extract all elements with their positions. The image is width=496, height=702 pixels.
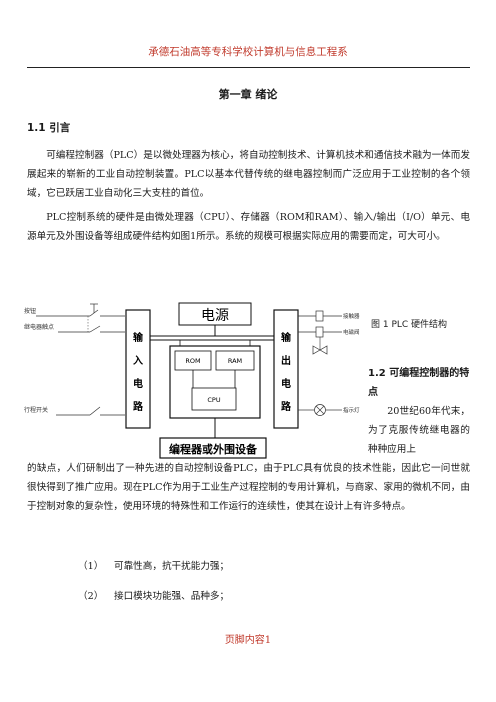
list-number: （1） — [78, 561, 104, 572]
page-header: 承德石油高等专科学校计算机与信息工程系 — [148, 46, 348, 58]
programmer-label: 编程器或外围设备 — [169, 442, 258, 456]
list-item: （2） 接口模块功能强、品种多； — [78, 588, 229, 602]
contactor-symbol — [315, 310, 324, 322]
power-label: 电源 — [201, 308, 229, 324]
paragraph-hardware: PLC控制系统的硬件是由微处理器（CPU）、存储器（ROM和RAM）、输入/输出… — [27, 212, 470, 242]
input-char-3: 电 — [133, 377, 143, 390]
cpu-box — [191, 387, 237, 411]
travel-switch-label: 行程开关 — [24, 406, 48, 414]
list-item: （1） 可靠性高，抗干扰能力强； — [78, 558, 229, 572]
chapter-title: 第一章 绪论 — [218, 88, 278, 101]
figure-caption: 图 1 PLC 硬件结构 — [371, 320, 448, 330]
section-heading-1-2: 1.2 可编程控制器的特点 — [368, 368, 470, 398]
list-number: （2） — [78, 591, 104, 602]
cpu-label: CPU — [207, 396, 220, 404]
solenoid-symbol — [315, 326, 324, 338]
ram-label: RAM — [228, 357, 242, 365]
contactor-label: 接触器 — [343, 312, 360, 320]
indicator-label: 指示灯 — [343, 406, 360, 414]
rom-label: ROM — [185, 357, 200, 365]
relay-contact-label: 继电器触点 — [24, 323, 54, 331]
input-char-2: 入 — [133, 355, 143, 367]
output-char-2: 出 — [281, 354, 291, 367]
output-char-3: 电 — [281, 377, 291, 390]
input-char-1: 输 — [133, 331, 144, 344]
page-footer: 页脚内容1 — [224, 635, 272, 646]
output-circuit-box — [273, 309, 299, 429]
plc-hardware-diagram: 按钮 继电器触点 行程开关 输 入 电 路 电源 ROM RAM CPU 编程器… — [24, 302, 360, 459]
list-text: 可靠性高，抗干扰能力强； — [114, 561, 230, 572]
input-char-4: 路 — [133, 400, 144, 413]
output-char-4: 路 — [281, 400, 292, 413]
list-text: 接口模块功能强、品种多； — [114, 591, 230, 602]
button-label: 按钮 — [24, 307, 36, 315]
input-circuit-box — [125, 309, 151, 429]
paragraph-intro: 可编程控制器（PLC）是以微处理器为核心，将自动控制技术、计算机技术和通信技术融… — [27, 150, 470, 199]
header-divider — [27, 67, 470, 68]
programmer-box — [159, 437, 267, 459]
paragraph-history-start: 20世纪60年代末，为了克服传统继电器的种种应用上 — [368, 406, 470, 455]
solenoid-valve-label: 电磁阀 — [343, 328, 360, 336]
section-heading-1-1: 1.1 引言 — [27, 122, 71, 134]
output-char-1: 输 — [281, 331, 292, 344]
paragraph-history: 的缺点，人们研制出了一种先进的自动控制设备PLC，由于PLC具有优良的技术性能，… — [27, 463, 470, 512]
